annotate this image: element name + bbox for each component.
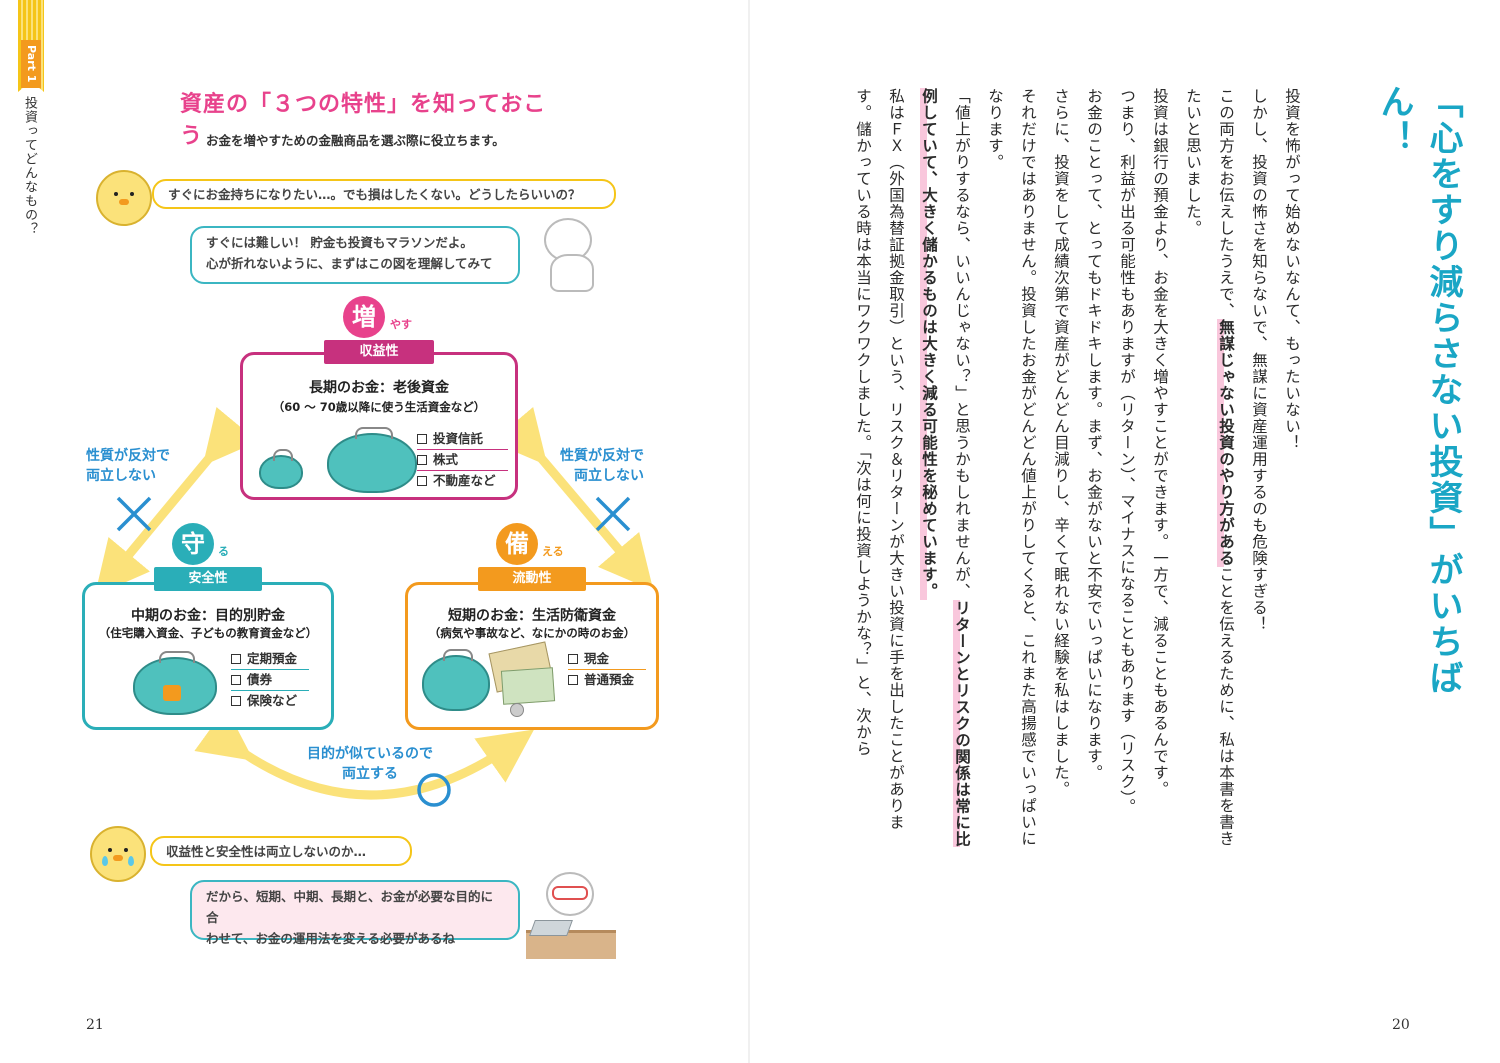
crying-chick-character	[90, 826, 146, 882]
chapter-title: 投資ってどんなもの？	[22, 96, 37, 236]
coin-icon	[510, 703, 524, 717]
cross-mark-right	[595, 496, 631, 532]
paragraph: それだけではありません。投資したお金がどんどん値上がりしてくると、これまた高揚感…	[986, 88, 1037, 847]
locked-purse-icon	[133, 651, 217, 715]
chat-bubble-alpaca-top: すぐには難しい！ 貯金も投資もマラソンだよ。 心が折れないように、まずはこの図を…	[190, 226, 520, 284]
part-label: Part 1	[21, 40, 41, 88]
check-item: 現金	[568, 649, 647, 670]
check-item: 普通預金	[568, 670, 646, 690]
check-item: 保険など	[231, 691, 309, 711]
bubble-line: すぐには難しい！ 貯金も投資もマラソンだよ。	[206, 235, 473, 250]
suffix-prepare: える	[542, 545, 564, 558]
chat-bubble-chick-bottom: 収益性と安全性は両立しないのか…	[150, 836, 412, 866]
check-item: 投資信託	[417, 429, 508, 450]
relation-left: 性質が反対で 両立しない	[86, 446, 170, 486]
suffix-protect: る	[218, 545, 229, 558]
relation-line: 両立する	[342, 766, 398, 782]
chick-character	[96, 170, 152, 226]
large-purse-icon	[327, 427, 417, 493]
diagram-title: 資産の「３つの特性」を知っておこう	[180, 92, 547, 149]
checklist-liquidity: 現金 普通預金	[568, 649, 647, 690]
box-liquidity: 短期のお金：生活防衛資金 （病気や事故など、なにかの時のお金） 現金 普通預金	[405, 582, 659, 730]
left-page: Part 1 投資ってどんなもの？ 資産の「３つの特性」を知っておこう お金を増…	[18, 0, 659, 1033]
chat-bubble-alpaca-bottom: だから、短期、中期、長期と、お金が必要な目的に合 わせて、お金の運用法を変える必…	[190, 880, 520, 946]
check-item: 不動産など	[417, 471, 508, 491]
check-item: 株式	[417, 450, 508, 471]
check-item: 定期預金	[231, 649, 310, 670]
paragraph: 投資を怖がって始めないなんて、もったいない！	[1283, 88, 1301, 451]
checklist-profitability: 投資信託 株式 不動産など	[417, 429, 508, 491]
circle-mark	[417, 773, 451, 807]
box-subtitle: （病気や事故など、なにかの時のお金）	[428, 626, 636, 640]
kanji-protect: 守	[172, 523, 214, 565]
arrow-left	[94, 406, 259, 596]
bubble-line: わせて、お金の運用法を変える必要があるね	[206, 931, 456, 946]
page-spine	[748, 0, 750, 1063]
paragraph: お金のことって、とってもドキドキします。まず、お金がないと不安でいっぱいになりま…	[1085, 88, 1103, 781]
diagram-subtitle: お金を増やすための金融商品を選ぶ際に役立ちます。	[206, 133, 505, 148]
checklist-safety: 定期預金 債券 保険など	[231, 649, 310, 711]
suffix-increase: やす	[390, 318, 412, 331]
label-profitability: 収益性	[324, 340, 434, 364]
paragraph: しかし、投資の怖さを知らないで、無謀に資産運用するのも危険すぎる！	[1250, 88, 1268, 633]
box-title: 短期のお金：生活防衛資金	[448, 608, 616, 624]
arrow-right	[491, 406, 654, 591]
paragraph: さらに、投資をして成績次第で資産がどんどん目減りし、辛くて眠れない経験を私はしま…	[1052, 88, 1070, 798]
article-body: 投資を怖がって始めないなんて、もったいない！ しかし、投資の怖さを知らないで、無…	[848, 88, 1308, 848]
page-number-left: 21	[86, 1017, 104, 1033]
box-title: 中期のお金：目的別貯金	[131, 608, 285, 624]
label-liquidity: 流動性	[478, 567, 586, 591]
relation-bottom: 目的が似ているので 両立する	[290, 744, 450, 784]
paragraph: 投資は銀行の預金より、お金を大きく増やすことができます。一方で、減ることもあるん…	[1151, 88, 1169, 798]
paragraph: つまり、利益が出る可能性もありますが（リターン）、マイナスになることもあります（…	[1118, 88, 1136, 815]
padlock-icon	[163, 685, 181, 701]
paragraph: この両方をお伝えしたうえで、無謀じゃない投資のやり方があることを伝えるために、私…	[1184, 88, 1235, 847]
label-safety: 安全性	[154, 567, 262, 591]
relation-line: 両立しない	[574, 468, 644, 484]
relation-line: 性質が反対で	[560, 448, 644, 464]
relation-right: 性質が反対で 両立しない	[560, 446, 644, 486]
box-safety: 中期のお金：目的別貯金 （住宅購入資金、子どもの教育資金など） 定期預金 債券 …	[82, 582, 334, 730]
kanji-prepare: 備	[496, 523, 538, 565]
laptop-icon	[529, 920, 573, 936]
kanji-increase: 増	[343, 296, 385, 338]
arrow-bottom	[194, 707, 535, 800]
box-subtitle: （60 ～ 70歳以降に使う生活資金など）	[272, 400, 486, 414]
cross-mark-left	[116, 496, 152, 532]
small-purse-icon	[259, 449, 303, 489]
relation-line: 目的が似ているので	[307, 746, 433, 762]
chat-bubble-chick-top: すぐにお金持ちになりたい…。でも損はしたくない。どうしたらいいの？	[152, 179, 616, 209]
relation-line: 性質が反対で	[86, 448, 170, 464]
check-item: 債券	[231, 670, 310, 691]
article-headline: 「心をすり減らさない投資」がいちばん！	[1374, 84, 1463, 696]
bubble-line: だから、短期、中期、長期と、お金が必要な目的に合	[206, 889, 494, 925]
banknote-icon	[500, 667, 556, 705]
alpaca-with-laptop-character	[542, 872, 598, 944]
box-title: 長期のお金：老後資金	[309, 380, 449, 396]
box-profitability: 長期のお金：老後資金 （60 ～ 70歳以降に使う生活資金など） 投資信託 株式…	[240, 352, 518, 500]
paragraph: 私はＦＸ（外国為替証拠金取引）という、リスク＆リターンが大きい投資に手を出したこ…	[854, 88, 905, 831]
bubble-line: 心が折れないように、まずはこの図を理解してみて	[206, 256, 493, 271]
highlight-text: 無謀じゃない投資のやり方がある	[1217, 319, 1235, 567]
paragraph: 「値上がりするなら、いいんじゃない？」と思うかもしれませんが、リターンとリスクの…	[920, 88, 971, 847]
diagram-arrows	[94, 406, 654, 807]
alpaca-character	[540, 218, 596, 292]
page-number-right: 20	[1392, 1017, 1410, 1033]
purse-icon	[422, 649, 490, 711]
relation-line: 両立しない	[86, 468, 156, 484]
box-subtitle: （住宅購入資金、子どもの教育資金など）	[98, 626, 318, 640]
